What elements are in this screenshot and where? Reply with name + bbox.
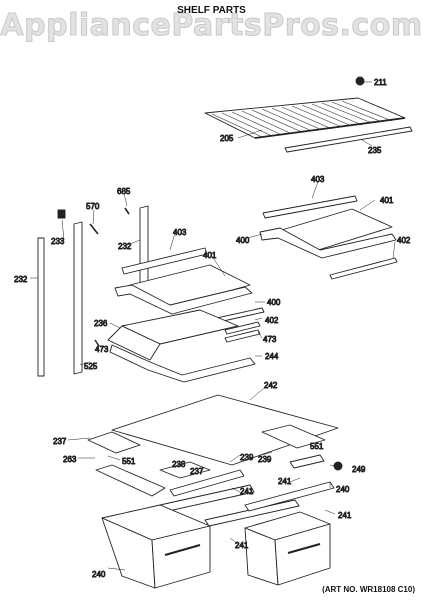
label-241-right: 241 xyxy=(278,477,292,486)
shelf-frame-400-center[interactable] xyxy=(114,284,253,315)
part-labels: 211 205 235 403 401 400 402 685 570 233 … xyxy=(14,78,412,580)
label-239-center: 239 xyxy=(240,453,254,462)
screw-473-left[interactable] xyxy=(94,339,100,347)
label-242: 242 xyxy=(264,381,278,390)
label-473-left: 473 xyxy=(95,345,109,354)
label-235: 235 xyxy=(368,146,382,155)
label-237-center: 237 xyxy=(190,467,204,476)
label-237-left: 237 xyxy=(53,437,67,446)
clip-211[interactable] xyxy=(355,76,365,86)
label-232-center: 232 xyxy=(118,242,132,251)
watermark: AppliancePartsPros.com xyxy=(0,8,423,44)
drawer-236[interactable] xyxy=(107,309,239,361)
label-236: 236 xyxy=(94,319,108,328)
label-402-right: 402 xyxy=(397,236,411,245)
label-249: 249 xyxy=(352,465,366,474)
label-211: 211 xyxy=(374,78,387,87)
label-241-center: 241 xyxy=(240,487,254,496)
cover-frame-237-263[interactable] xyxy=(87,424,326,497)
screw-570[interactable] xyxy=(89,223,99,235)
shelf-trim-402-right[interactable] xyxy=(329,257,398,280)
label-239-right: 239 xyxy=(258,455,272,464)
crisper-drawer-240-right[interactable] xyxy=(244,511,331,586)
diagram-title: SHELF PARTS xyxy=(177,5,246,16)
label-403-right: 403 xyxy=(311,175,325,184)
label-240-left: 240 xyxy=(92,570,106,579)
slide-473[interactable] xyxy=(224,321,261,343)
crisper-drawer-240-left[interactable] xyxy=(101,504,211,589)
label-403-center: 403 xyxy=(173,228,187,237)
label-685: 685 xyxy=(117,187,131,196)
label-473-right: 473 xyxy=(263,335,277,344)
label-525: 525 xyxy=(84,362,98,371)
label-205: 205 xyxy=(220,134,234,143)
rail-232-left[interactable] xyxy=(37,237,45,377)
bracket-233[interactable] xyxy=(57,209,66,219)
label-233: 233 xyxy=(51,237,65,246)
leader-lines xyxy=(30,81,396,571)
label-551-left: 551 xyxy=(122,457,136,466)
shelf-frame-244[interactable] xyxy=(109,344,256,383)
glass-cover-242[interactable] xyxy=(111,394,339,466)
shelf-trim-403-center[interactable] xyxy=(121,247,208,275)
label-400-right: 400 xyxy=(236,236,250,245)
clip-249[interactable] xyxy=(333,461,343,471)
art-number: (ART NO. WR18108 C10) xyxy=(322,585,415,594)
label-400-center: 400 xyxy=(267,298,281,307)
label-244: 244 xyxy=(265,352,279,361)
label-263: 263 xyxy=(63,455,77,464)
label-402-center: 402 xyxy=(265,316,279,325)
label-570: 570 xyxy=(86,202,100,211)
label-232-left: 232 xyxy=(14,275,28,284)
screw-685[interactable] xyxy=(124,207,130,215)
label-401-right: 401 xyxy=(380,196,394,205)
shelf-trim-235[interactable] xyxy=(284,126,413,153)
label-241-bottom: 241 xyxy=(235,541,249,550)
wire-shelf-205[interactable] xyxy=(204,97,406,139)
label-551-right: 551 xyxy=(310,442,324,451)
label-240-right: 240 xyxy=(336,485,350,494)
label-241-far-right: 241 xyxy=(338,511,352,520)
shelf-trim-403-right[interactable] xyxy=(262,195,358,219)
shelf-frame-400-right[interactable] xyxy=(259,227,397,259)
label-238: 238 xyxy=(172,460,186,469)
crisper-rail-241[interactable] xyxy=(159,481,335,527)
label-401-center: 401 xyxy=(203,251,217,260)
